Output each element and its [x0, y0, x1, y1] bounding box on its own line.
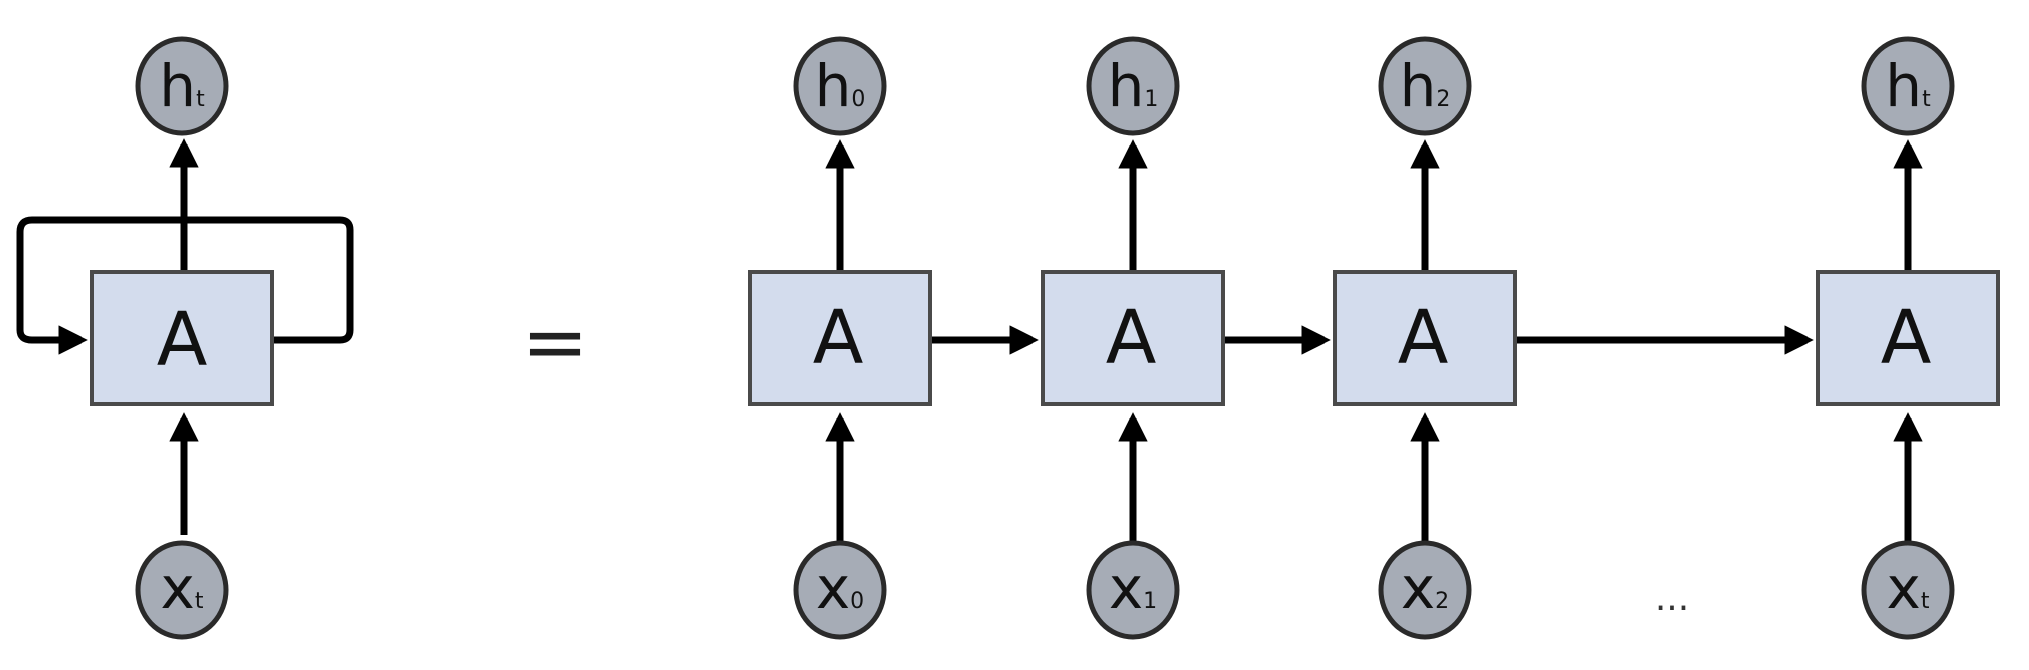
output-node-circle-2	[1378, 36, 1472, 136]
input-node-subscript-0: 0	[850, 589, 864, 614]
output-node-label-0: h0	[815, 52, 866, 120]
input-node-label-0: x0	[816, 554, 864, 622]
output-node-label-1: h1	[1108, 52, 1159, 120]
rnn-cell-label-2: A	[1398, 295, 1449, 381]
rnn-cell-0	[748, 270, 932, 406]
rnn-cell	[90, 270, 274, 406]
input-node-subscript-2: 2	[1435, 589, 1449, 614]
output-node-subscript: t	[196, 87, 205, 112]
output-node-label-2: h2	[1400, 52, 1451, 120]
output-node-1: h1	[1086, 36, 1180, 136]
input-node: xt	[135, 540, 229, 640]
output-node-symbol-3: h	[1885, 52, 1922, 120]
output-node-subscript-2: 2	[1436, 87, 1450, 112]
input-node-circle-3	[1861, 540, 1955, 640]
output-node-2: h2	[1378, 36, 1472, 136]
rnn-cell-label-0: A	[813, 295, 864, 381]
rnn-cell-1	[1041, 270, 1225, 406]
output-node-3: ht	[1861, 36, 1955, 136]
rnn-cell-3	[1816, 270, 2000, 406]
input-node-3: xt	[1861, 540, 1955, 640]
input-node-label-1: x1	[1109, 554, 1157, 622]
input-node-subscript-1: 1	[1143, 589, 1157, 614]
ellipsis: ...	[1655, 578, 1689, 619]
input-node-circle-1	[1086, 540, 1180, 640]
output-node-circle-3	[1861, 36, 1955, 136]
input-node-label-2: x2	[1401, 554, 1449, 622]
svg-text:ht: ht	[159, 52, 205, 120]
output-node-0: h0	[793, 36, 887, 136]
output-node-subscript-3: t	[1922, 87, 1931, 112]
input-node-subscript-3: t	[1921, 589, 1930, 614]
output-node-circle-1	[1086, 36, 1180, 136]
input-node-symbol-2: x	[1401, 554, 1435, 622]
rnn-cell-2	[1333, 270, 1517, 406]
output-node-subscript-0: 0	[851, 87, 865, 112]
input-node-symbol-0: x	[816, 554, 850, 622]
output-node-label-3: ht	[1885, 52, 1931, 120]
folded-rnn: A ht xt	[16, 36, 354, 640]
rnn-cell-label-3: A	[1881, 295, 1932, 381]
output-node-subscript-1: 1	[1144, 87, 1158, 112]
input-node-circle-2	[1378, 540, 1472, 640]
svg-text:xt: xt	[161, 554, 204, 622]
output-node-symbol: h	[159, 52, 196, 120]
input-node-symbol: x	[161, 554, 195, 622]
output-node: ht	[135, 36, 229, 136]
input-node-label-3: xt	[1887, 554, 1930, 622]
input-node-0: x0	[793, 540, 887, 640]
input-node-symbol-3: x	[1887, 554, 1921, 622]
output-node-symbol-1: h	[1108, 52, 1145, 120]
input-node-symbol-1: x	[1109, 554, 1143, 622]
rnn-cell-label-1: A	[1106, 295, 1157, 381]
equals-sign: =	[521, 296, 588, 389]
input-node-2: x2	[1378, 540, 1472, 640]
output-node-circle-0	[793, 36, 887, 136]
input-node-1: x1	[1086, 540, 1180, 640]
rnn-cell-label: A	[157, 297, 208, 383]
output-node-symbol-0: h	[815, 52, 852, 120]
input-node-subscript: t	[195, 589, 204, 614]
input-node-circle-0	[793, 540, 887, 640]
output-node-symbol-2: h	[1400, 52, 1437, 120]
